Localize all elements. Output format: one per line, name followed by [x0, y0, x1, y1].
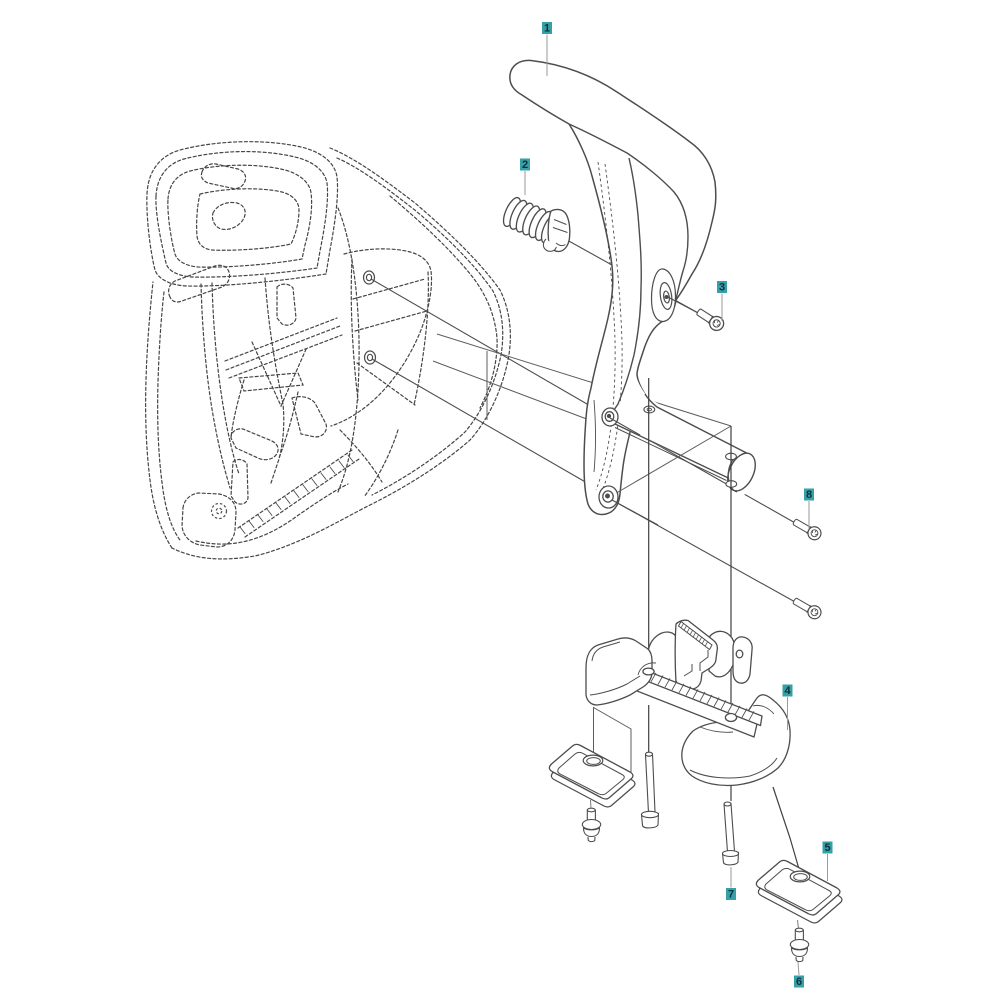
- svg-text:6: 6: [796, 976, 802, 988]
- svg-text:4: 4: [785, 685, 792, 697]
- svg-text:7: 7: [728, 889, 734, 901]
- svg-text:5: 5: [825, 842, 831, 854]
- svg-text:8: 8: [806, 489, 812, 501]
- svg-text:2: 2: [522, 159, 528, 171]
- svg-text:3: 3: [719, 282, 725, 294]
- svg-text:1: 1: [544, 23, 550, 35]
